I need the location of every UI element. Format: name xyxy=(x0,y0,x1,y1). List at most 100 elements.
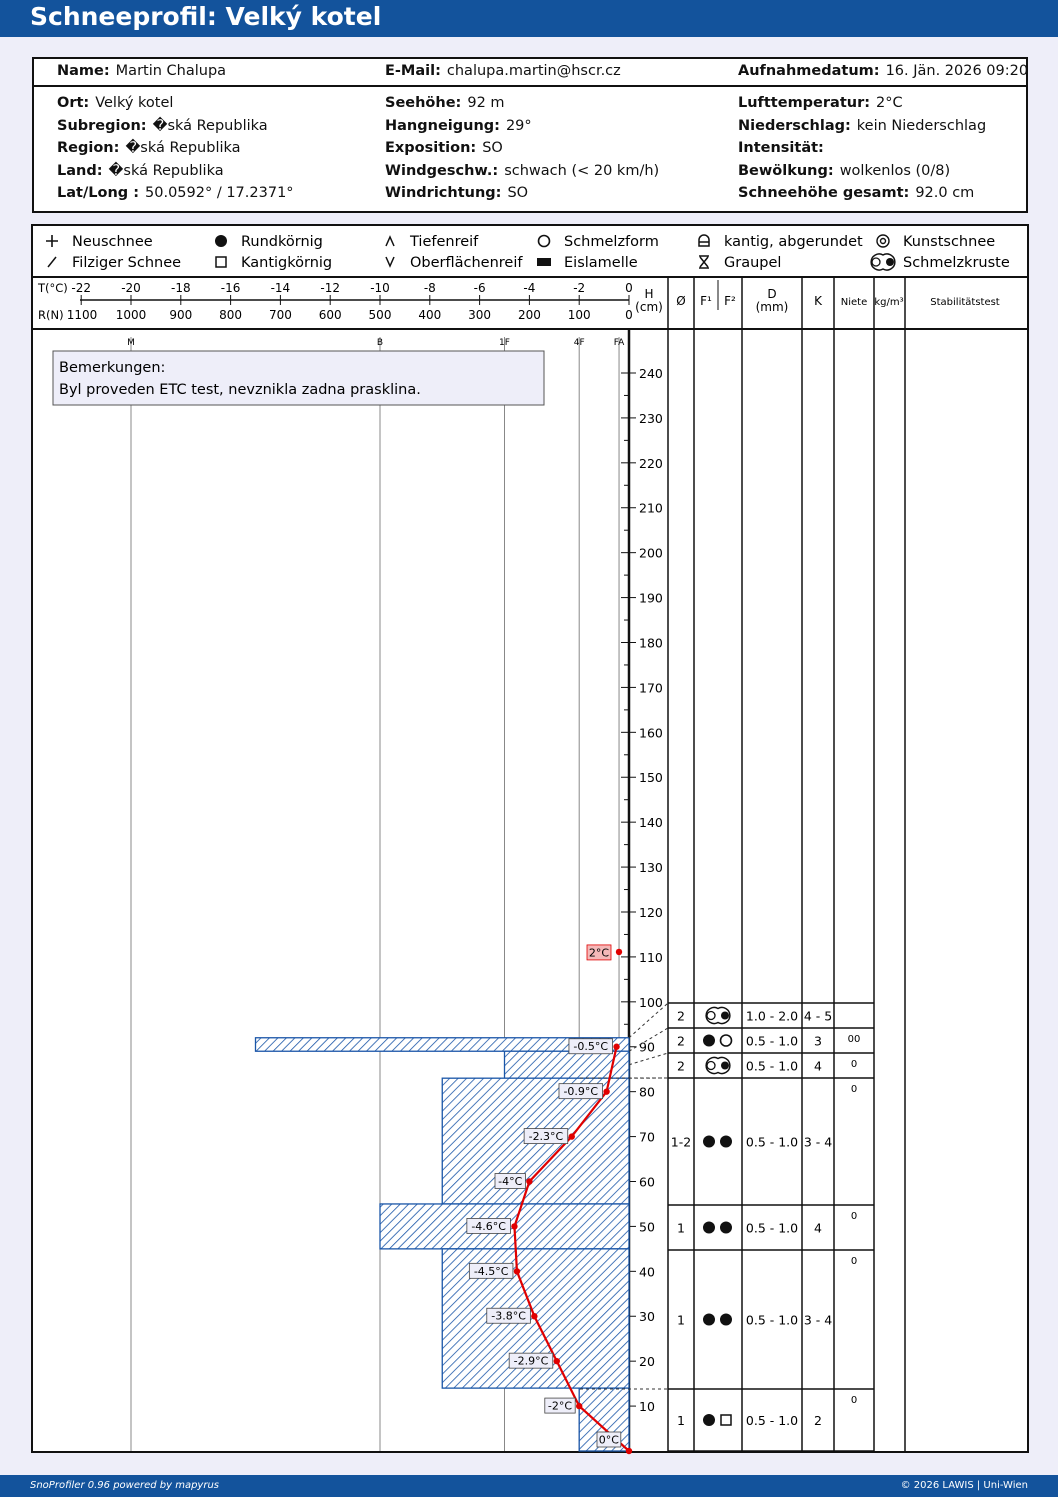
plus-icon xyxy=(46,235,58,247)
layer-connector xyxy=(628,1027,669,1052)
grain-size: 1-2 xyxy=(671,1135,691,1150)
hardness-mark-label: B xyxy=(377,338,383,348)
info-label: Seehöhe: xyxy=(385,95,462,111)
filled-circle-icon xyxy=(703,1135,715,1148)
r-tick-label: 300 xyxy=(468,308,491,322)
circle-icon xyxy=(719,1034,733,1047)
info-value: Velký kotel xyxy=(95,95,174,111)
temperature-label-box xyxy=(523,1128,569,1144)
temperature-label-box xyxy=(508,1352,554,1369)
grain-diameter: 0.5 - 1.0 xyxy=(746,1135,798,1150)
grain-diameter: 1.0 - 2.0 xyxy=(746,1009,798,1024)
t-tick-label: -10 xyxy=(370,281,390,295)
air-temperature-point xyxy=(615,948,623,956)
legend-item-plus: Neuschnee xyxy=(46,234,153,250)
header-density: kg/m³ xyxy=(874,297,903,308)
grain-diameter: 0.5 - 1.0 xyxy=(746,1221,798,1236)
hardness-mark-label: M xyxy=(127,338,135,348)
h-tick-label: 190 xyxy=(639,591,663,606)
melt-crust-dot-icon xyxy=(886,258,894,266)
info-field: Niederschlag:kein Niederschlag xyxy=(738,118,986,134)
temperature-label: -4°C xyxy=(498,1175,522,1188)
hardness-k: 4 - 5 xyxy=(804,1009,832,1024)
t-tick-label: -14 xyxy=(271,281,291,295)
legend-item-dot: Rundkörnig xyxy=(215,234,323,250)
email-label: E-Mail: xyxy=(385,63,441,79)
r-tick-label: 100 xyxy=(568,308,591,322)
page-title: Schneeprofil: Velký kotel xyxy=(0,0,1058,37)
info-value: SO xyxy=(482,140,503,156)
info-label: Lufttemperatur: xyxy=(738,95,871,111)
r-tick-label: 600 xyxy=(319,308,342,322)
hardness-k: 3 - 4 xyxy=(804,1313,832,1328)
temperature-label: 0°C xyxy=(599,1434,619,1447)
filled-circle-icon xyxy=(703,1221,715,1234)
hardness-k: 3 - 4 xyxy=(804,1135,832,1150)
temperature-label: -4.5°C xyxy=(474,1265,509,1278)
axes: T(°C)R(N)-221100-201000-18900-16800-1470… xyxy=(37,277,1000,1451)
info-field: Hangneigung:29° xyxy=(385,118,532,134)
temperature-label-box xyxy=(466,1218,511,1234)
header-f2: F² xyxy=(724,294,736,308)
t-tick-label: -22 xyxy=(71,281,91,295)
melt-crust-dot-icon xyxy=(721,1061,729,1070)
info-field: Windrichtung:SO xyxy=(385,185,528,201)
filled-circle-icon xyxy=(703,1313,715,1326)
info-field: Windgeschw.:schwach (< 20 km/h) xyxy=(385,163,659,179)
legend-item-crust: Schmelzkruste xyxy=(870,253,1010,271)
filled-circle-icon xyxy=(215,235,227,247)
h-tick-label: 120 xyxy=(639,905,663,920)
r-axis-label: R(N) xyxy=(38,308,64,322)
rounded-faceted-icon xyxy=(698,234,710,247)
info-value: 50.0592° / 17.2371° xyxy=(145,185,294,201)
t-tick-label: -6 xyxy=(474,281,486,295)
info-field: Bewölkung:wolkenlos (0/8) xyxy=(738,163,950,179)
temperature-point xyxy=(531,1313,538,1320)
info-value: �ská Republika xyxy=(108,162,224,179)
name-value: Martin Chalupa xyxy=(115,63,227,79)
filled-circle-icon xyxy=(703,1034,715,1047)
legend-label: Schmelzkruste xyxy=(903,255,1010,271)
grain-diameter: 0.5 - 1.0 xyxy=(746,1313,798,1328)
bullseye-icon xyxy=(876,234,890,248)
temperature-point xyxy=(613,1043,620,1050)
t-tick-label: -2 xyxy=(573,281,585,295)
air-temperature-label: 2°C xyxy=(589,946,609,959)
info-field: Intensität: xyxy=(738,140,830,156)
r-tick-label: 900 xyxy=(169,308,192,322)
h-tick-label: 30 xyxy=(639,1309,655,1324)
h-tick-label: 90 xyxy=(639,1040,655,1055)
h-axis-unit: (cm) xyxy=(635,300,663,314)
legend-label: kantig, abgerundet xyxy=(724,234,863,250)
info-label: Exposition: xyxy=(385,140,477,156)
info-value: �ská Republika xyxy=(125,140,241,156)
footer-copyright: © 2026 LAWIS | Uni-Wien xyxy=(900,1480,1028,1491)
r-tick-label: 200 xyxy=(518,308,541,322)
info-label: Region: xyxy=(57,140,120,156)
r-tick-label: 1100 xyxy=(67,308,98,322)
info-field: Lufttemperatur:2°C xyxy=(738,95,903,111)
legend-label: Filziger Schnee xyxy=(72,255,181,271)
info-value: wolkenlos (0/8) xyxy=(839,162,951,179)
t-axis-label: T(°C) xyxy=(37,281,68,295)
circle-icon xyxy=(537,234,551,248)
info-field: Schneehöhe gesamt:92.0 cm xyxy=(738,185,974,201)
temperature-line xyxy=(513,1046,630,1452)
grain-size: 1 xyxy=(677,1221,685,1236)
temperature-point xyxy=(526,1178,533,1185)
h-tick-label: 40 xyxy=(639,1264,655,1279)
legend-label: Graupel xyxy=(724,255,781,271)
info-field: Land:�ská Republika xyxy=(57,163,224,179)
filled-circle-icon xyxy=(720,1313,732,1326)
t-tick-label: -18 xyxy=(171,281,191,295)
legend-label: Neuschnee xyxy=(72,234,153,250)
r-tick-label: 0 xyxy=(625,308,633,322)
header-k: K xyxy=(814,294,823,308)
r-tick-label: 500 xyxy=(369,308,392,322)
info-value: �ská Republika xyxy=(152,117,268,134)
